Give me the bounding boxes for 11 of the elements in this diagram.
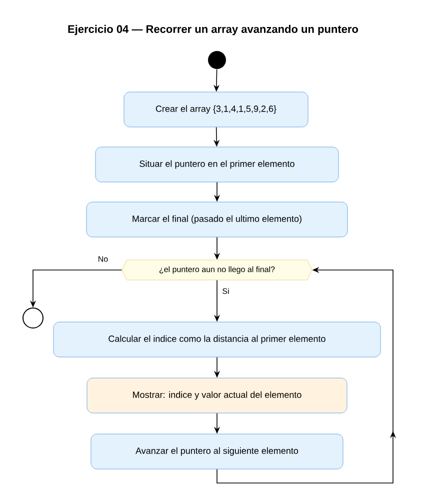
action-box: Mostrar: indice y valor actual del elemento (86, 378, 348, 414)
action-box: Calcular el indice como la distancia al primer elemento (53, 322, 381, 358)
action-box: Marcar el final (pasado el ultimo elemento) (86, 202, 348, 238)
action-box: Avanzar el puntero al siguiente elemento (90, 434, 344, 470)
edge-label: Si (222, 288, 229, 294)
start-circle (208, 51, 226, 69)
action-box: Situar el puntero en el primer elemento (95, 146, 339, 182)
edge-label: No (98, 256, 108, 262)
action-box: Crear el array {3,1,4,1,5,9,2,6} (124, 92, 308, 128)
title: Ejercicio 04 — Recorrer un array avanzando un puntero (68, 24, 358, 36)
end-circle (22, 308, 44, 328)
